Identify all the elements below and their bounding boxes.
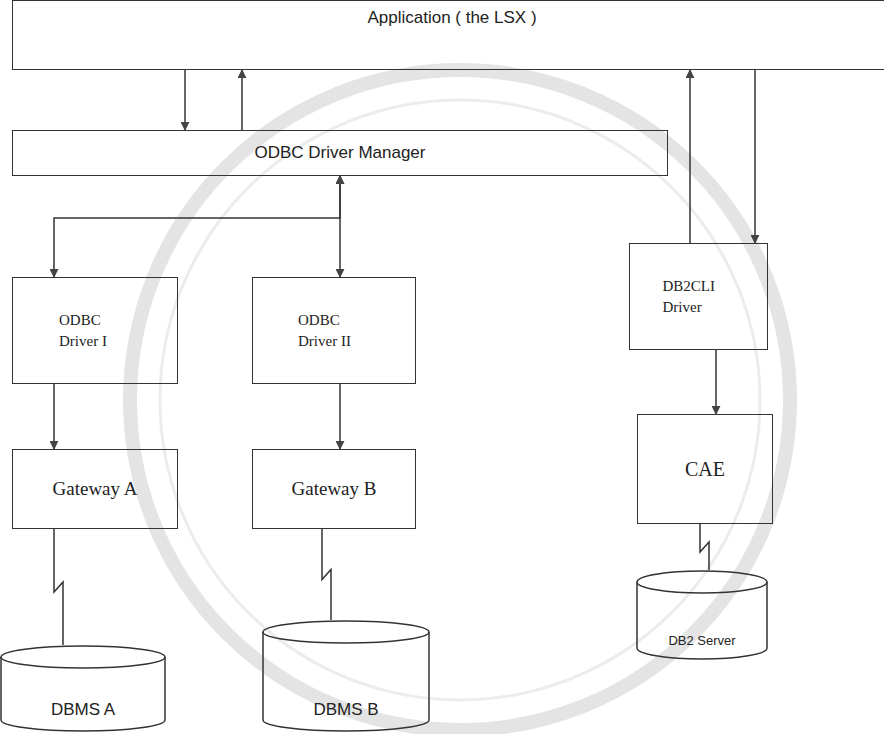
node-label: DBMS B [313,699,378,722]
seal-ring [160,100,760,700]
driver-box: DB2CLI Driver [629,243,768,350]
network-link [700,524,709,570]
application-band: Application ( the LSX ) [12,0,884,70]
driver-manager-band: ODBC Driver Manager [12,130,668,176]
driver-box: ODBC Driver I [12,277,178,384]
data-flow-arrow [754,70,756,243]
gateway-box: Gateway A [12,449,178,529]
data-flow-arrow [241,70,243,130]
data-flow-arrow [54,176,340,277]
database-cylinder: DB2 Server [636,570,768,660]
data-flow-arrow [53,384,55,449]
network-link [54,529,63,645]
node-label: Gateway B [292,476,377,502]
node-label: ODBC Driver Manager [255,142,426,165]
node-label: DB2 Server [668,632,735,650]
client-box: CAE [637,414,773,524]
driver-box: ODBC Driver II [252,277,416,384]
data-flow-arrow [339,384,341,449]
data-flow-arrow [184,70,186,130]
seal-ring [130,70,790,730]
node-label: ODBC Driver I [59,310,131,351]
node-label: Gateway A [53,476,138,502]
data-flow-arrow [715,350,717,414]
node-label: DB2CLI Driver [663,276,735,317]
database-cylinder: DBMS B [262,620,430,732]
gateway-box: Gateway B [252,449,416,529]
network-link [322,529,331,620]
data-flow-arrow [339,176,341,277]
node-label: Application ( the LSX ) [367,7,536,30]
database-cylinder: DBMS A [0,645,166,732]
node-label: CAE [685,456,725,483]
data-flow-arrow [689,70,691,243]
node-label: ODBC Driver II [298,310,370,351]
node-label: DBMS A [51,699,115,722]
